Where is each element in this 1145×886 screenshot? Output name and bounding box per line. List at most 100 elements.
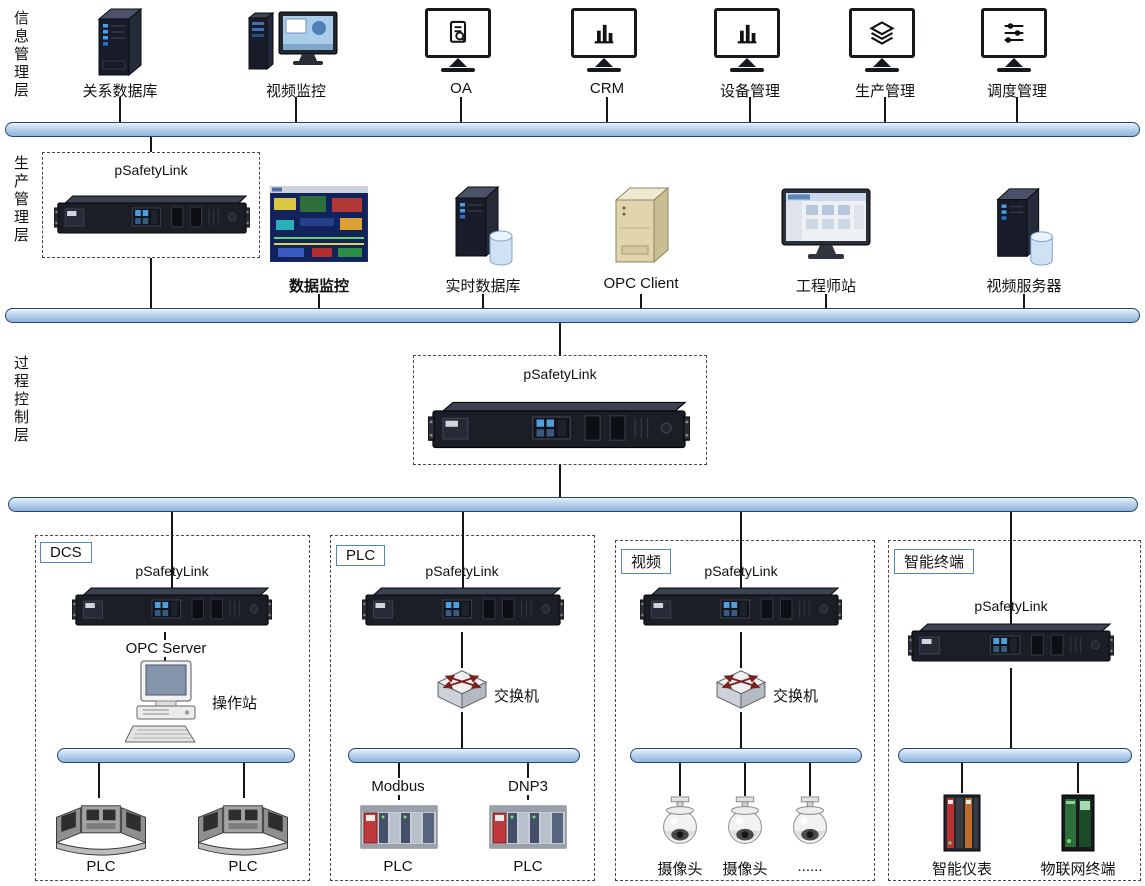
bus-production-layer <box>5 308 1140 323</box>
psafetylink-label-video: pSafetyLink <box>704 563 778 579</box>
connector-line <box>150 137 152 152</box>
dispatch-mgmt-label: 调度管理 <box>986 83 1047 100</box>
connector-line <box>884 97 886 123</box>
oa-label: OA <box>450 80 472 97</box>
connector-line <box>119 97 121 123</box>
connector-line <box>740 632 742 668</box>
connector-line <box>243 763 245 798</box>
switch-icon <box>436 666 488 712</box>
zone-box-terminal <box>888 540 1141 881</box>
opc-client-label: OPC Client <box>603 275 679 292</box>
psafetylink-label-dcs: pSafetyLink <box>135 563 209 579</box>
psafetylink-box-production <box>42 152 260 258</box>
psafetylink-device-video <box>640 586 842 632</box>
plc-label-2: PLC <box>513 858 543 875</box>
equipment-mgmt-label: 设备管理 <box>719 83 780 100</box>
connector-line <box>1077 763 1079 793</box>
psafetylink-device-production <box>54 194 250 240</box>
console-icon <box>54 798 148 858</box>
connector-line <box>679 763 681 796</box>
monitor-base <box>587 68 621 72</box>
layer-label-process: 过程控制层 <box>12 355 29 445</box>
protocol-label-modbus: Modbus <box>358 778 438 795</box>
connector-line <box>295 97 297 123</box>
connector-line <box>809 763 811 796</box>
monitor-screen <box>714 8 780 58</box>
workstation-icon <box>245 8 341 78</box>
monitor-screen <box>571 8 637 58</box>
connector-line <box>606 97 608 123</box>
connector-line <box>740 712 742 748</box>
connector-line <box>171 512 173 588</box>
realtime-db-label: 实时数据库 <box>445 278 521 295</box>
layer-label-information: 信息管理层 <box>12 10 29 100</box>
psafetylink-device-process <box>428 400 690 456</box>
plc-rack-icon <box>489 800 567 854</box>
operator-pc-icon <box>125 660 207 748</box>
switch-icon <box>715 666 767 712</box>
connector-line <box>462 512 464 588</box>
connector-line <box>1023 294 1025 308</box>
plc-rack-icon <box>360 800 438 854</box>
connector-line <box>1016 97 1018 123</box>
iot-terminal-icon <box>1053 793 1103 855</box>
layer-label-production: 生产管理层 <box>12 155 29 245</box>
connector-line <box>461 712 463 748</box>
zone-tag-terminal: 智能终端 <box>894 549 975 574</box>
dcs-plc-label-1: PLC <box>86 858 116 875</box>
iot-terminal-label: 物联网终端 <box>1040 861 1116 878</box>
camera-label-1: 摄像头 <box>657 861 703 878</box>
smart-meter-label: 智能仪表 <box>931 861 992 878</box>
crm-label: CRM <box>589 80 625 97</box>
connector-line <box>318 294 320 308</box>
dcs-plc-label-2: PLC <box>228 858 258 875</box>
video-server-icon <box>993 184 1055 268</box>
monitor-stand <box>449 58 467 67</box>
connector-line <box>559 323 561 355</box>
console-icon <box>196 798 290 858</box>
bus-terminal-zone <box>898 748 1132 763</box>
production-mgmt-monitor-icon <box>849 8 915 72</box>
psafetylink-device-plc <box>362 586 564 632</box>
relational-db-label: 关系数据库 <box>82 83 158 100</box>
server-database-icon <box>452 182 514 268</box>
plc-label-1: PLC <box>383 858 413 875</box>
sliders-icon <box>1000 19 1028 47</box>
connector-line <box>825 294 827 308</box>
connector-line <box>461 632 463 668</box>
psafetylink-device-terminal <box>908 622 1114 668</box>
data-monitoring-label: 数据监控 <box>288 278 349 295</box>
psafetylink-label-plc: pSafetyLink <box>425 563 499 579</box>
connector-line <box>98 763 100 798</box>
monitor-stand <box>738 58 756 67</box>
connector-line <box>749 97 751 123</box>
dome-camera-icon <box>785 796 835 854</box>
scada-screen-icon <box>270 186 368 262</box>
bus-information-layer <box>5 122 1140 137</box>
barchart-icon <box>733 19 761 47</box>
connector-line <box>640 294 642 308</box>
barchart-icon <box>590 19 618 47</box>
zone-tag-dcs: DCS <box>40 542 92 563</box>
document-icon <box>444 19 472 47</box>
monitor-stand <box>873 58 891 67</box>
connector-line <box>559 465 561 497</box>
switch-label-video: 交换机 <box>773 688 819 705</box>
psafetylink-label-terminal: pSafetyLink <box>974 598 1048 614</box>
connector-line <box>740 512 742 588</box>
zone-tag-plc: PLC <box>336 545 386 566</box>
server-tower-icon <box>95 5 145 77</box>
engineer-station-icon <box>776 188 876 266</box>
zone-tag-video: 视频 <box>621 549 672 574</box>
opc-server-label: OPC Server <box>106 640 226 657</box>
connector-line <box>460 97 462 123</box>
psafetylink-label-production: pSafetyLink <box>114 162 188 178</box>
connector-line <box>482 294 484 308</box>
connector-line <box>961 763 963 793</box>
operator-station-label: 操作站 <box>212 695 258 712</box>
layers-icon <box>868 19 896 47</box>
bus-process-layer <box>8 497 1138 512</box>
opc-client-box-icon <box>610 184 672 268</box>
monitor-base <box>730 68 764 72</box>
oa-monitor-icon <box>425 8 491 72</box>
